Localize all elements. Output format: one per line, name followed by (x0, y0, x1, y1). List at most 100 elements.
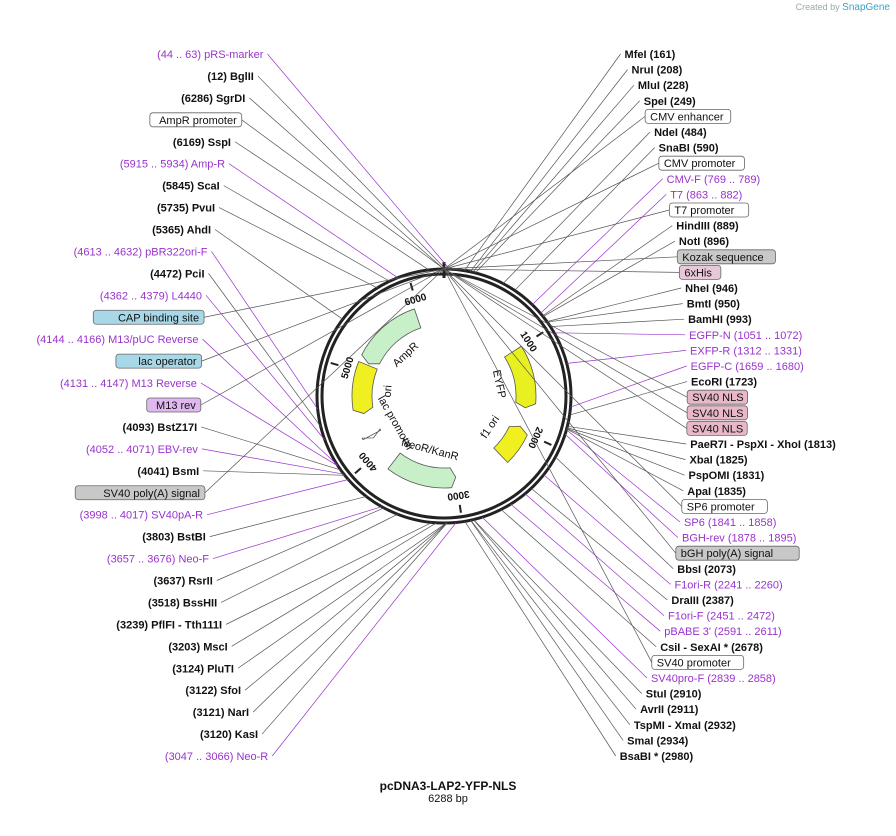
primer-name: (3047 .. 3066) Neo-R (165, 751, 268, 763)
enzyme-name: (3803) BstBI (142, 532, 206, 544)
label-SspI: (6169) SspI (173, 137, 231, 149)
enzyme-name: BamHI (993) (688, 314, 752, 326)
primer-name: EGFP-C (1659 .. 1680) (691, 361, 804, 373)
label-connector (443, 209, 670, 270)
feature-arrow (351, 361, 378, 415)
enzyme-name: SmaI (2934) (627, 735, 688, 747)
label-connector (443, 268, 677, 554)
label-SV40proF: SV40pro-F (2839 .. 2858) (651, 673, 776, 685)
primer-name: (44 .. 63) pRS-marker (157, 49, 264, 61)
label-connector (252, 522, 448, 713)
enzyme-name: SnaBI (590) (659, 143, 719, 155)
label-connector (567, 425, 687, 445)
label-connector (443, 116, 646, 270)
label-SgrDI: (6286) SgrDI (181, 93, 245, 105)
label-connector (475, 100, 641, 274)
feature-name: CMV enhancer (650, 111, 724, 123)
label-connector (218, 207, 378, 289)
label-BsaBI: BsaBI * (2980) (620, 751, 694, 763)
enzyme-name: (3239) PflFI - Tth111I (116, 619, 222, 631)
label-TspMI: TspMI - XmaI (2932) (634, 720, 736, 732)
label-connector (564, 433, 679, 538)
label-connector (443, 256, 678, 270)
label-NruI: NruI (208) (632, 65, 683, 77)
feature-box (146, 397, 202, 413)
label-pBABE3: pBABE 3' (2591 .. 2611) (664, 626, 781, 638)
label-connector (257, 75, 446, 270)
enzyme-name: TspMI - XmaI (2932) (634, 720, 736, 732)
enzyme-name: (5845) ScaI (162, 181, 219, 193)
primer-name: (4144 .. 4166) M13/pUC Reverse (37, 334, 199, 346)
enzyme-name: (5735) PvuI (157, 203, 215, 215)
tick-mark (409, 282, 414, 291)
label-DraIII: DraIII (2387) (671, 595, 734, 607)
label-KasI: (3120) KasI (200, 729, 258, 741)
tick-mark (543, 440, 552, 446)
label-F1oriR: F1ori-R (2241 .. 2260) (674, 579, 782, 591)
feature-box (686, 405, 748, 421)
label-T7: T7 (863 .. 882) (670, 189, 742, 201)
label-SmaI: SmaI (2934) (627, 735, 688, 747)
tick-mark (535, 331, 544, 338)
label-connector (514, 147, 655, 291)
label-bGHpA: bGH poly(A) signal (675, 545, 800, 561)
enzyme-name: (6286) SgrDI (181, 93, 245, 105)
label-AhdI: (5365) AhdI (152, 225, 211, 237)
primer-name: CMV-F (769 .. 789) (667, 174, 761, 186)
primer-name: T7 (863 .. 882) (670, 189, 742, 201)
label-connector (237, 522, 447, 669)
enzyme-name: (5365) AhdI (152, 225, 211, 237)
feature-box (675, 545, 800, 561)
enzyme-name: AvrII (2911) (640, 704, 699, 716)
label-connector (443, 268, 688, 429)
enzyme-name: ApaI (1835) (687, 486, 746, 498)
enzyme-name: HindIII (889) (676, 221, 739, 233)
label-pRS: (44 .. 63) pRS-marker (157, 49, 264, 61)
label-SV40NLS3: SV40 NLS (686, 420, 748, 436)
label-NheI: NheI (946) (685, 283, 738, 295)
enzyme-name: NheI (946) (685, 283, 738, 295)
label-connector (214, 229, 343, 320)
label-SfoI: (3122) SfoI (185, 685, 241, 697)
label-EXFPR: EXFP-R (1312 .. 1331) (690, 345, 802, 357)
label-AvrII: AvrII (2911) (640, 704, 699, 716)
label-connector (212, 506, 382, 559)
label-connector (249, 97, 444, 270)
label-NdeI: NdeI (484) (654, 127, 707, 139)
label-connector (231, 522, 437, 647)
enzyme-name: (3518) BssHII (148, 597, 217, 609)
feature-box (115, 353, 202, 369)
feature-box (658, 155, 745, 171)
feature-arrow (504, 345, 537, 409)
label-SV40NLS1: SV40 NLS (686, 389, 748, 405)
snapgene-logo: SnapGene (842, 2, 890, 13)
feature-box (678, 264, 722, 280)
feature-box (74, 485, 206, 501)
label-connector (267, 53, 450, 270)
enzyme-name: EcoRI (1723) (691, 377, 757, 389)
primer-name: SP6 (1841 .. 1858) (684, 517, 776, 529)
primer-name: (3657 .. 3676) Neo-F (107, 554, 209, 566)
label-F1oriF: F1ori-F (2451 .. 2472) (668, 611, 775, 623)
feature-name: SV40 NLS (692, 408, 743, 420)
label-BssHII: (3518) BssHII (148, 597, 217, 609)
label-RsrII: (3637) RsrII (153, 576, 212, 588)
label-connector (481, 516, 648, 679)
enzyme-name: XbaI (1825) (690, 455, 748, 467)
label-MscI: (3203) MscI (168, 641, 227, 653)
feature-arrow (361, 308, 422, 365)
label-connector (542, 225, 673, 317)
enzyme-name: (6169) SspI (173, 137, 231, 149)
label-connector (209, 496, 367, 537)
primer-name: F1ori-F (2451 .. 2472) (668, 611, 775, 623)
primer-name: F1ori-R (2241 .. 2260) (674, 579, 782, 591)
feature-label: AmpR (391, 340, 422, 370)
tick-label: 6000 (403, 292, 428, 309)
label-connector (208, 273, 322, 427)
enzyme-name: (3124) PluTI (172, 663, 234, 675)
label-L4440: (4362 .. 4379) L4440 (100, 290, 202, 302)
feature-name: bGH poly(A) signal (681, 548, 773, 560)
feature-box (686, 420, 748, 436)
label-connector (566, 350, 687, 364)
label-connector (203, 470, 345, 476)
